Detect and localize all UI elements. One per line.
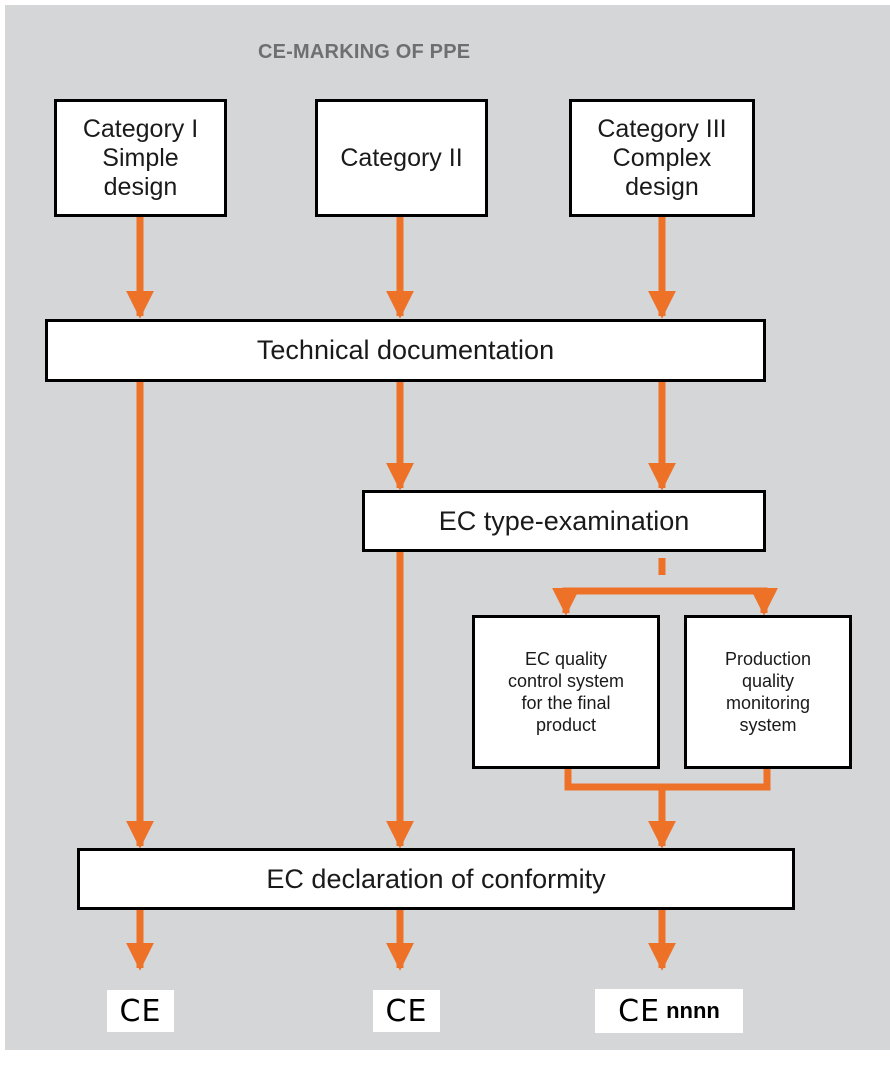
ce-mark-1: CE [107, 990, 174, 1032]
type-examination-label: EC type-examination [438, 505, 690, 536]
category-1-box: Category I Simple design [54, 99, 227, 217]
declaration-label: EC declaration of conformity [266, 863, 606, 894]
ce-mark-3: CE nnnn [595, 989, 743, 1033]
category-1-label: Category I Simple design [82, 114, 199, 201]
quality-control-box: EC quality control system for the final … [472, 615, 660, 769]
type-examination-box: EC type-examination [362, 490, 766, 552]
category-2-box: Category II [315, 99, 488, 217]
category-3-box: Category III Complex design [569, 99, 755, 217]
ce-mark-1-symbol: CE [119, 993, 162, 1029]
technical-documentation-label: Technical documentation [256, 335, 555, 365]
ce-mark-3-symbol: CE [618, 993, 661, 1029]
production-monitoring-box: Production quality monitoring system [684, 615, 852, 769]
diagram-title: CE-MARKING OF PPE [258, 41, 471, 63]
quality-control-label: EC quality control system for the final … [507, 649, 625, 735]
category-2-label: Category II [340, 143, 463, 172]
category-3-label: Category III Complex design [597, 114, 727, 201]
connector-merge [564, 768, 771, 791]
connector-split [562, 587, 778, 616]
ce-mark-2-symbol: CE [385, 993, 428, 1029]
production-monitoring-label: Production quality monitoring system [724, 649, 812, 735]
ce-mark-3-number: nnnn [666, 998, 720, 1023]
declaration-box: EC declaration of conformity [77, 848, 795, 910]
technical-documentation-box: Technical documentation [45, 319, 766, 382]
ce-mark-2: CE [373, 990, 440, 1032]
